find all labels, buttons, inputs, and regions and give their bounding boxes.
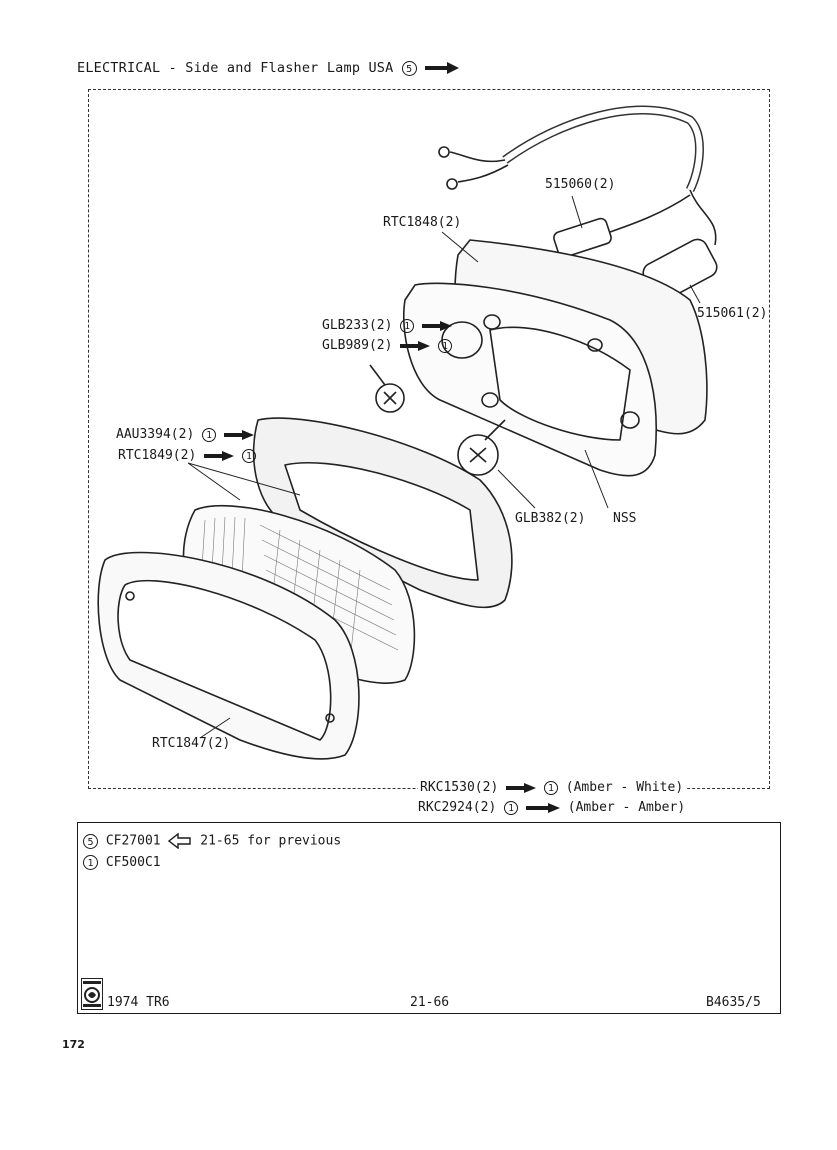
label-aau3394: AAU3394(2) 1 xyxy=(116,427,254,442)
label-rtc1848: RTC1848(2) xyxy=(383,215,462,230)
connector-515060 xyxy=(553,217,612,258)
arrow-left-outline-icon xyxy=(168,833,192,849)
arrow-right-icon xyxy=(422,320,453,331)
arrow-right-icon xyxy=(400,340,431,351)
page-number: 172 xyxy=(62,1038,85,1051)
note-line-2: 1 CF500C1 xyxy=(83,855,161,870)
label-glb989: GLB989(2) 1 xyxy=(322,338,453,353)
arrow-right-icon xyxy=(506,782,537,793)
arrow-right-icon xyxy=(223,429,254,440)
arrow-right-icon xyxy=(525,802,560,813)
label-515061: 515061(2) xyxy=(697,306,768,321)
label-rkc2924: RKC2924(2) 1 (Amber - Amber) xyxy=(418,800,686,815)
label-rtc1849: RTC1849(2) 1 xyxy=(118,448,256,463)
note-line-1: 5 CF27001 21-65 for previous xyxy=(83,833,341,849)
label-rkc1530: RKC1530(2) 1 (Amber - White) xyxy=(418,780,686,795)
title-text: ELECTRICAL - Side and Flasher Lamp USA xyxy=(77,60,394,76)
footer-code: B4635/5 xyxy=(706,995,761,1010)
arrow-right-icon xyxy=(425,62,460,74)
label-rtc1847: RTC1847(2) xyxy=(152,736,231,751)
notes-box: 5 CF27001 21-65 for previous 1 CF500C1 1… xyxy=(77,822,781,1014)
label-glb233: GLB233(2) 1 xyxy=(322,318,453,333)
title-note-ref: 5 xyxy=(401,60,417,76)
footer-page: 21-66 xyxy=(410,995,450,1010)
page-title: ELECTRICAL - Side and Flasher Lamp USA 5 xyxy=(77,60,460,76)
label-glb382: GLB382(2) xyxy=(515,511,586,526)
arrow-right-icon xyxy=(204,450,235,461)
bulb-small xyxy=(375,383,405,413)
footer-model: 1974 TR6 xyxy=(107,995,170,1010)
label-nss: NSS xyxy=(613,511,637,526)
bulb-large xyxy=(457,434,499,476)
label-515060: 515060(2) xyxy=(545,177,616,192)
british-leyland-logo xyxy=(81,978,103,1010)
